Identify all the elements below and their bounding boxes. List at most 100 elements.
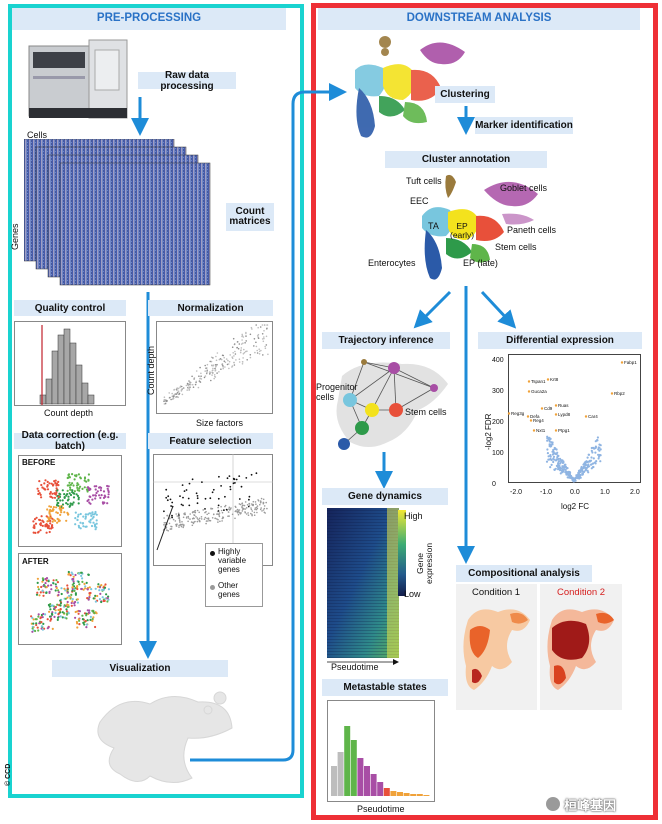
normalization-point [197,386,200,389]
hvg-point [248,495,251,498]
volcano-point [586,464,590,467]
cells-axis-label: Cells [27,130,48,140]
other-gene-point [208,512,210,515]
normalization-point [223,356,225,359]
volcano-point [546,452,549,455]
batch-point [61,503,65,506]
other-gene-point [260,497,263,500]
batch-point [57,616,60,619]
volcano-point [566,467,569,470]
other-gene-point [260,507,262,509]
normalization-point [265,344,268,346]
normalization-point [240,343,243,345]
normalization-point [227,363,230,365]
batch-point [65,610,69,613]
batch-point [47,524,50,527]
batch-point [79,527,82,530]
normalization-point [267,353,269,356]
batch-point [73,490,76,493]
batch-point [66,499,69,502]
other-gene-point [252,503,254,506]
batch-point [48,605,51,608]
normalization-point [192,386,195,388]
volcano-point [598,455,601,458]
metastable-bar [403,793,410,796]
volcano-point [554,467,557,470]
normalization-point [178,392,181,395]
volcano-point [577,471,580,474]
volcano-point [550,463,553,466]
volcano-point [599,454,602,457]
normalization-point [264,347,267,350]
other-gene-point [250,507,252,509]
normalization-point [174,396,177,398]
batch-point [99,592,102,595]
normalization-point [257,326,259,329]
normalization-point [237,347,240,350]
other-gene-point [196,520,199,523]
differential-expression-label: Differential expression [478,332,642,349]
metastable-bar [377,782,384,796]
batch-point [54,589,57,592]
batch-point [33,518,37,521]
batch-point [67,605,70,608]
batch-point [60,592,63,596]
metastable-bar [370,774,377,796]
batch-point [76,494,79,497]
trajectory-inference-label: Trajectory inference [322,332,450,349]
normalization-point [176,392,179,394]
volcano-ytick: 200 [492,419,504,426]
batch-point [73,492,76,495]
normalization-point [212,369,214,371]
volcano-highlight-point [540,407,544,410]
volcano-point [546,448,549,451]
batch-point [76,486,79,489]
batch-point [84,515,87,518]
batch-point [57,608,60,612]
batch-point [66,591,69,594]
normalization-point [193,378,195,380]
other-gene-point [228,506,231,509]
batch-point [66,484,69,487]
other-gene-point [176,523,178,525]
normalization-point [260,349,262,352]
normalization-point [249,333,252,336]
hvg-point [218,475,220,478]
batch-point [95,526,98,529]
batch-point [94,625,97,629]
normalization-point [185,384,188,387]
other-gene-point [175,513,177,515]
batch-point [72,575,75,578]
batch-point [47,626,50,629]
batch-point [57,518,60,521]
normalization-point [208,371,211,373]
batch-point [54,493,58,496]
volcano-point [568,472,571,476]
other-gene-point [219,520,221,523]
batch-point [31,627,34,630]
normalization-point [191,383,194,386]
batch-point [85,488,89,491]
other-gene-point [216,510,219,513]
batch-point [98,589,101,592]
other-gene-point [206,513,208,516]
normalization-point [231,346,234,348]
normalization-point [263,337,265,340]
normalization-point [250,326,253,329]
batch-point [69,483,72,486]
batch-point [57,495,60,498]
other-gene-point [184,513,186,516]
hvg-point [224,495,226,498]
batch-point [51,526,54,529]
volcano-highlight-point [554,404,558,407]
batch-point [36,581,39,584]
batch-point [31,630,34,633]
other-gene-point [254,508,256,511]
hvg-legend-dot [210,551,215,556]
other-gene-point [236,508,239,511]
batch-point [98,586,102,589]
volcano-point [571,477,574,480]
batch-point [51,524,54,527]
normalization-point [233,364,236,366]
metastable-bar [423,795,430,796]
